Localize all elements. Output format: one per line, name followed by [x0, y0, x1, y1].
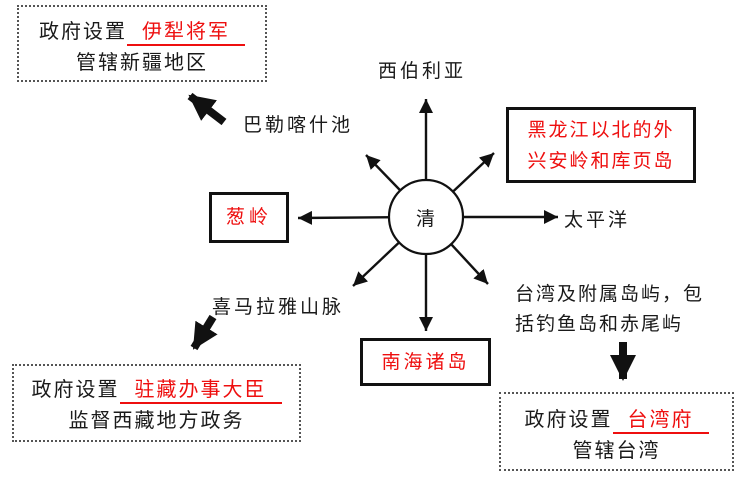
callout-box-taiwan: 政府设置台湾府 管辖台湾	[499, 392, 734, 471]
red-box-nanhai: 南海诸岛	[360, 338, 491, 386]
callout-arrow-to-xizang-box	[190, 314, 218, 351]
red-box-heilongjiang: 黑龙江以北的外 兴安岭和库页岛	[506, 107, 696, 183]
center-qing-label: 清	[415, 208, 436, 230]
callout-arrows	[187, 92, 636, 381]
callout-xizang-fill-blank: 驻藏办事大臣	[119, 377, 282, 404]
red-box-heilongjiang-line1: 黑龙江以北的外	[527, 119, 675, 141]
callout-xinjiang-prefix: 政府设置	[39, 19, 127, 43]
callout-arrow-to-xinjiang-box	[187, 92, 227, 126]
label-taiwan-islands-line1: 台湾及附属岛屿，包	[515, 283, 705, 305]
callout-taiwan-line2: 管辖台湾	[572, 438, 661, 462]
red-box-heilongjiang-line2: 兴安岭和库页岛	[527, 150, 675, 172]
callout-taiwan-fill-blank: 台湾府	[612, 407, 709, 434]
center-circle	[387, 178, 465, 256]
red-box-congling: 葱岭	[209, 192, 289, 243]
label-balkhash: 巴勒喀什池	[242, 114, 353, 136]
callout-taiwan-prefix: 政府设置	[524, 407, 613, 431]
callout-xizang-line1: 政府设置驻藏办事大臣	[14, 374, 299, 404]
callout-xinjiang-fill-blank: 伊犁将军	[127, 19, 245, 46]
callout-box-xizang: 政府设置驻藏办事大臣 监督西藏地方政务	[12, 364, 301, 442]
label-pacific: 太平洋	[564, 209, 631, 231]
callout-xinjiang-line1: 政府设置伊犁将军	[19, 16, 265, 46]
label-siberia: 西伯利亚	[377, 60, 466, 82]
callout-taiwan-line1: 政府设置台湾府	[501, 404, 732, 434]
callout-box-xinjiang: 政府设置伊犁将军 管辖新疆地区	[17, 5, 267, 82]
label-himalaya: 喜马拉雅山脉	[211, 296, 344, 318]
callout-xizang-line2: 监督西藏地方政务	[68, 408, 245, 432]
label-taiwan-islands-line2: 括钓鱼岛和赤尾屿	[515, 313, 684, 335]
label-taiwan-islands: 台湾及附属岛屿，包 括钓鱼岛和赤尾屿	[515, 279, 730, 339]
callout-xinjiang-line2: 管辖新疆地区	[76, 50, 208, 74]
callout-xizang-prefix: 政府设置	[31, 377, 120, 401]
